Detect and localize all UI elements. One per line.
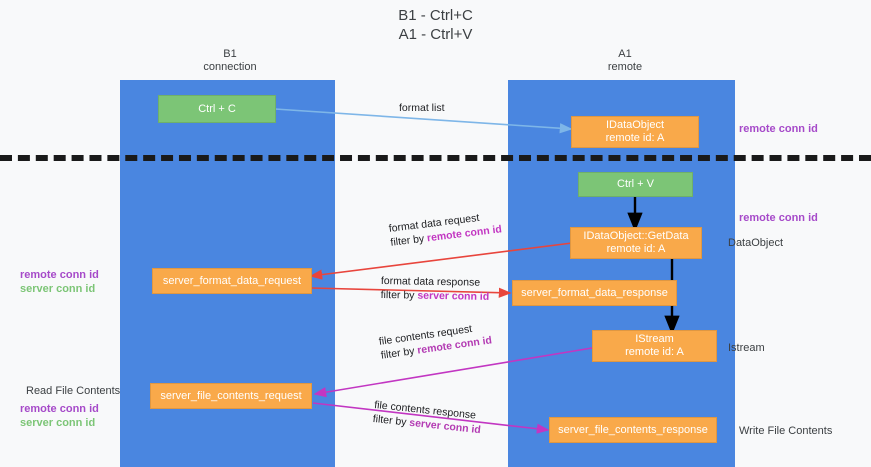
node-getdata-label: IDataObject::GetData — [583, 230, 689, 242]
filter-prefix: filter by — [380, 288, 418, 302]
column-header-a1-name: A1 — [618, 48, 632, 60]
diagram-title: B1 - Ctrl+C A1 - Ctrl+V — [0, 6, 871, 44]
node-ctrl-c-label: Ctrl + C — [198, 102, 236, 115]
edge-label-format-data-response-filter: filter by server conn id — [381, 288, 490, 304]
node-server-file-contents-response-label: server_file_contents_response — [558, 423, 708, 436]
edge-label-format-list: format list — [399, 101, 445, 115]
node-getdata-sub: remote id: A — [606, 243, 666, 255]
legend-server-conn-id-a: server conn id — [20, 283, 96, 295]
edge-label-file-contents-response: file contents response filter by server … — [372, 398, 483, 437]
node-istream[interactable]: IStream remote id: A — [592, 330, 717, 362]
node-idataobject-label: IDataObject — [605, 119, 665, 131]
diagram-title-line2: A1 - Ctrl+V — [398, 26, 473, 43]
annotation-remote-conn-id-top: remote conn id — [739, 123, 818, 135]
node-ctrl-c[interactable]: Ctrl + C — [158, 95, 276, 123]
node-ctrl-v[interactable]: Ctrl + V — [578, 172, 693, 197]
column-header-a1: A1 remote — [545, 48, 705, 74]
annotation-remote-conn-id-mid: remote conn id — [739, 212, 818, 224]
legend-remote-conn-id-a: remote conn id — [20, 269, 99, 281]
column-header-b1-name: B1 — [223, 48, 237, 60]
filter-prefix: filter by — [372, 412, 410, 429]
node-server-format-data-request[interactable]: server_format_data_request — [152, 268, 312, 294]
annotation-dataobject: DataObject — [728, 237, 784, 249]
edge-label-file-contents-request: file contents request filter by remote c… — [378, 319, 493, 362]
section-divider — [0, 155, 871, 161]
node-idataobject-sub: remote id: A — [605, 132, 665, 144]
annotation-istream: Istream — [728, 342, 765, 354]
node-server-format-data-response-label: server_format_data_response — [521, 286, 668, 299]
node-server-file-contents-request[interactable]: server_file_contents_request — [150, 383, 312, 409]
node-server-format-data-response[interactable]: server_format_data_response — [512, 280, 677, 306]
filter-prefix: filter by — [380, 344, 419, 362]
node-server-file-contents-response[interactable]: server_file_contents_response — [549, 417, 717, 443]
filter-key-server-conn-id: server conn id — [417, 289, 490, 303]
node-idataobject-getdata[interactable]: IDataObject::GetData remote id: A — [570, 227, 702, 259]
node-idataobject[interactable]: IDataObject remote id: A — [571, 116, 699, 148]
node-ctrl-v-label: Ctrl + V — [617, 178, 654, 190]
column-header-b1: B1 connection — [150, 48, 310, 74]
node-server-format-data-request-label: server_format_data_request — [162, 274, 302, 287]
legend-server-conn-id-b: server conn id — [20, 417, 96, 429]
column-header-a1-role: remote — [607, 61, 643, 73]
filter-prefix: filter by — [389, 232, 428, 249]
node-istream-sub: remote id: A — [625, 346, 684, 358]
annotation-write-file-contents: Write File Contents — [739, 425, 833, 437]
legend-remote-conn-id-b: remote conn id — [20, 403, 99, 415]
node-istream-label: IStream — [635, 333, 674, 345]
edge-label-format-data-response: format data response filter by server co… — [381, 274, 490, 304]
annotation-read-file-contents: Read File Contents — [26, 385, 121, 397]
column-header-b1-role: connection — [203, 61, 257, 73]
node-server-file-contents-request-label: server_file_contents_request — [160, 389, 302, 402]
diagram-title-line1: B1 - Ctrl+C — [398, 7, 473, 24]
edge-label-format-data-request: format data request filter by remote con… — [388, 208, 503, 249]
edge-label-format-list-text: format list — [399, 102, 445, 114]
